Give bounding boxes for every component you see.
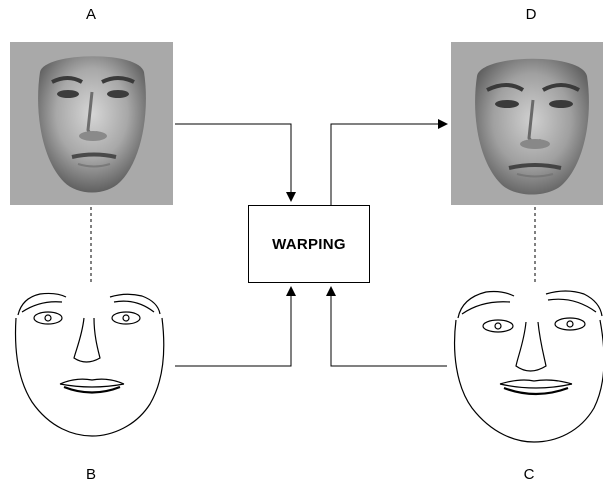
arrow-warping-to-d: [330, 119, 448, 205]
arrow-a-to-warping: [175, 123, 296, 202]
warping-box: WARPING: [248, 205, 370, 283]
arrow-c-to-warping: [326, 286, 447, 367]
label-d: D: [525, 6, 537, 23]
label-a: A: [85, 6, 96, 23]
face-sketch-c: [453, 290, 603, 443]
label-b: B: [85, 466, 96, 483]
label-c: C: [523, 466, 535, 483]
face-sketch-b: [14, 292, 165, 437]
face-photo-d: [451, 42, 603, 205]
arrow-b-to-warping: [175, 286, 296, 367]
warping-label: WARPING: [272, 235, 346, 253]
face-photo-a: [10, 42, 173, 205]
